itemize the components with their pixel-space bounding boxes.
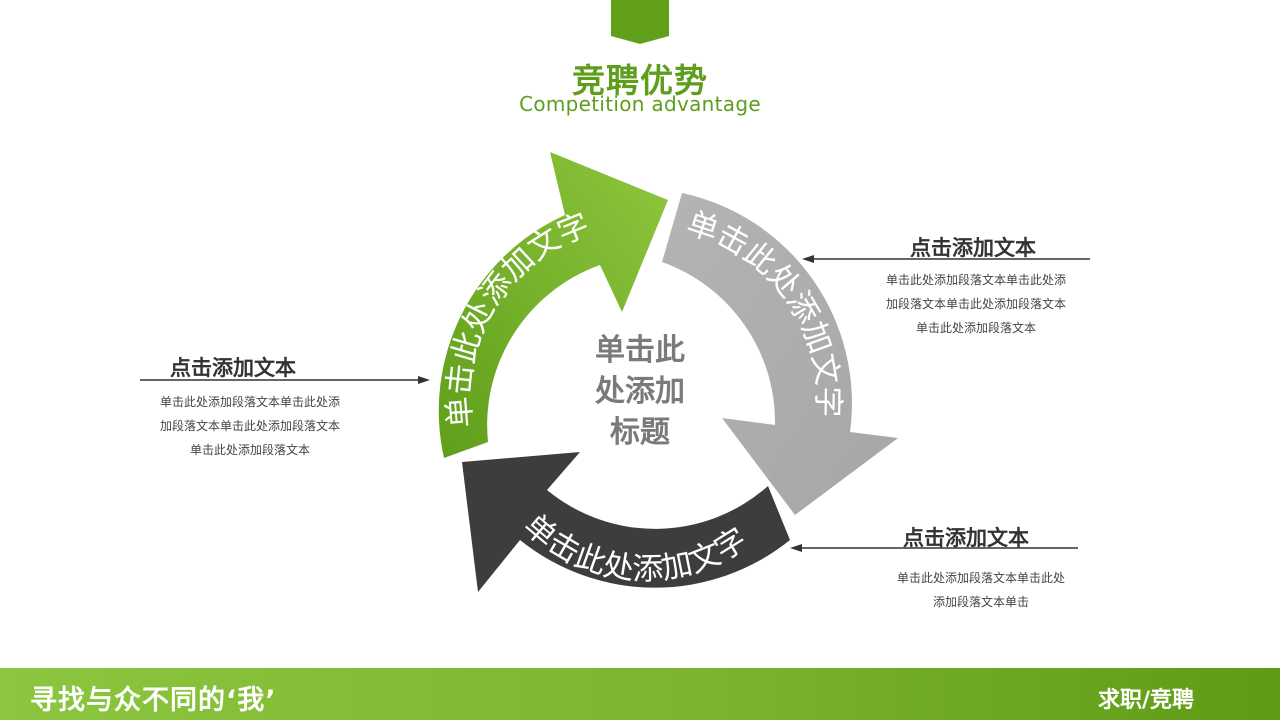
callout-left-body: 单击此处添加段落文本单击此处添 加段落文本单击此处添加段落文本 单击此处添加段落… [140,390,360,462]
center-title: 单击此 处添加 标题 [570,330,710,453]
page-subtitle: Competition advantage [519,92,761,116]
callout-right-top-line: 单击此处添加段落文本 [915,321,1036,335]
page-title: 竞聘优势 [572,61,708,100]
callout-right-top-line: 加段落文本单击此处添加段落文本 [885,297,1066,311]
arc-arrow-green [438,152,668,458]
callout-left-line: 加段落文本单击此处添加段落文本 [159,419,340,433]
callout-left-title: 点击添加文本 [170,356,296,380]
callout-right-top-title: 点击添加文本 [910,236,1036,260]
callout-right-bottom-line: 添加段落文本单击 [932,595,1029,609]
footer-right-text: 求职/竞聘 [1097,688,1194,713]
callout-right-top-body: 单击此处添加段落文本单击此处添 加段落文本单击此处添加段落文本 单击此处添加段落… [866,268,1086,340]
callout-right-bottom-line: 单击此处添加段落文本单击此处 [896,571,1065,585]
footer-bar: 寻找与众不同的‘我’ 求职/竞聘 [0,668,1280,720]
center-title-line: 标题 [610,415,670,450]
connector-left [140,376,430,384]
connector-right-bottom [790,544,1078,552]
center-title-line: 处添加 [595,374,685,409]
center-title-line: 单击此 [595,333,685,368]
callout-right-top-line: 单击此处添加段落文本单击此处添 [885,273,1066,287]
callout-left-line: 单击此处添加段落文本单击此处添 [159,395,340,409]
callout-right-bottom-title: 点击添加文本 [903,526,1029,550]
footer-slogan: 寻找与众不同的‘我’ [30,685,277,716]
connector-right-top [802,255,1090,263]
callout-right-bottom-body: 单击此处添加段落文本单击此处 添加段落文本单击 [871,566,1091,614]
top-tab-decoration [611,0,669,44]
callout-left-line: 单击此处添加段落文本 [189,443,310,457]
arc-arrow-gray [662,193,898,515]
arc-arrow-dark [462,452,790,592]
